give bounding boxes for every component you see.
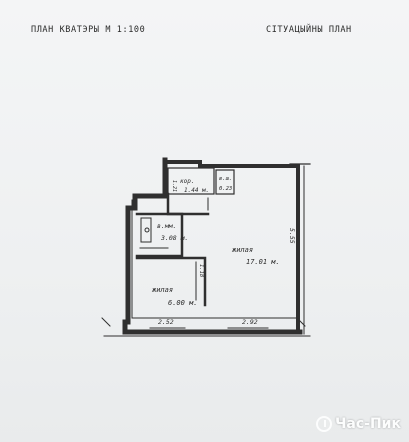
thin-outline <box>131 199 138 319</box>
sink <box>144 227 150 233</box>
dim-bottom-left: 2.52 <box>158 318 174 326</box>
bath-wall <box>135 212 184 258</box>
dim-bottom-right: 2.92 <box>242 318 258 326</box>
partition-wall <box>135 256 207 307</box>
closet-outline <box>215 169 235 195</box>
bath-name: в.мм. <box>157 222 177 230</box>
closet-name: в.ш. <box>219 176 232 182</box>
closet-area: 0.23 <box>219 186 232 192</box>
bath-area: 3.08 м. <box>160 234 188 242</box>
dim-right-height: 5.55 <box>288 228 296 244</box>
clock-logo-icon <box>316 416 333 432</box>
corridor-outline <box>167 167 215 195</box>
corridor-name: кор. <box>180 178 194 185</box>
watermark: Час-Пик <box>316 416 401 432</box>
dim-corridor-width: 1.21 <box>171 180 177 192</box>
floor-plan-title: ПЛАН КВАТЭРЫ М 1:100 <box>31 25 146 35</box>
outer-wall-top <box>163 160 300 168</box>
dim-partition: 1.18 <box>198 264 204 278</box>
window-right <box>227 327 269 333</box>
site-plan-title: СІТУАЦЫЙНЫ ПЛАН <box>266 25 352 35</box>
living-room-small-name: жилая <box>151 286 173 294</box>
watermark-text: Час-Пик <box>335 416 401 432</box>
living-room-big-name: жилая <box>231 246 253 254</box>
corridor-wall <box>166 192 210 216</box>
dim-tick <box>101 317 306 327</box>
tub <box>140 217 152 243</box>
living-room-big-area: 17.01 м. <box>246 258 280 266</box>
outer-wall <box>122 157 303 335</box>
living-room-small-area: 6.00 м. <box>168 299 198 307</box>
window-left <box>149 327 186 333</box>
corridor-area: 1.44 м. <box>184 187 209 194</box>
